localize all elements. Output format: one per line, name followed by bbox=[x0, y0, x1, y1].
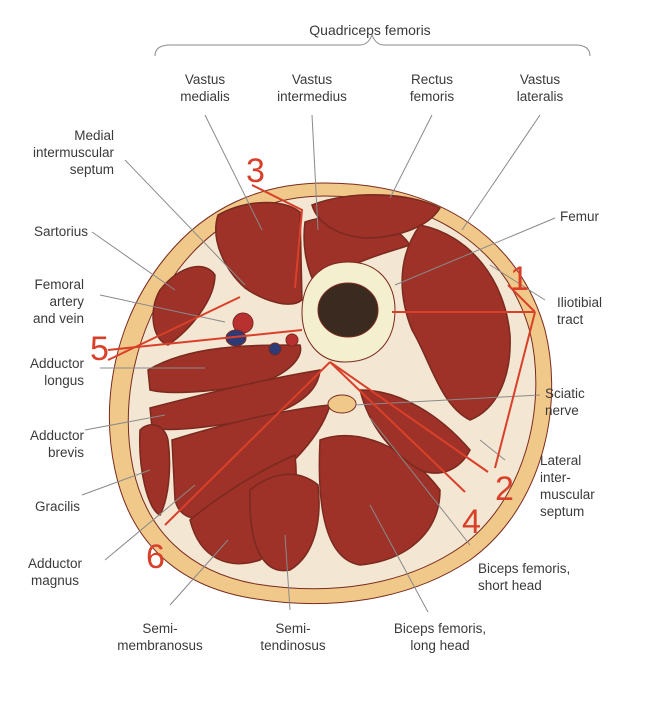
label-semimembranosus: Semi- membranosus bbox=[105, 620, 215, 654]
label-adductor-brevis: Adductor brevis bbox=[4, 427, 84, 461]
label-femur: Femur bbox=[560, 208, 630, 225]
compartment-number-5: 5 bbox=[90, 332, 109, 366]
quadriceps-header: Quadriceps femoris bbox=[290, 22, 450, 39]
label-biceps-short-head: Biceps femoris, short head bbox=[478, 560, 618, 594]
label-vastus-lateralis: Vastus lateralis bbox=[498, 71, 582, 105]
compartment-number-1: 1 bbox=[510, 262, 529, 296]
label-adductor-longus: Adductor longus bbox=[4, 355, 84, 389]
label-sciatic-nerve: Sciatic nerve bbox=[545, 385, 635, 419]
label-vastus-medialis: Vastus medialis bbox=[160, 71, 250, 105]
deep-artery bbox=[286, 334, 298, 346]
label-adductor-magnus: Adductor magnus bbox=[10, 555, 100, 589]
compartment-number-3: 3 bbox=[246, 154, 265, 188]
compartment-number-2: 2 bbox=[495, 472, 514, 506]
label-gracilis: Gracilis bbox=[4, 498, 80, 515]
deep-vein bbox=[269, 343, 281, 355]
label-iliotibial-tract: Iliotibial tract bbox=[557, 294, 647, 328]
label-femoral-artery-vein: Femoral artery and vein bbox=[4, 276, 84, 327]
sciatic-nerve-shape bbox=[328, 395, 356, 413]
label-rectus-femoris: Rectus femoris bbox=[390, 71, 474, 105]
compartment-number-6: 6 bbox=[146, 540, 165, 574]
label-medial-intermuscular-septum: Medial intermuscular septum bbox=[4, 127, 114, 178]
label-biceps-long-head: Biceps femoris, long head bbox=[375, 620, 505, 654]
label-semitendinosus: Semi- tendinosus bbox=[243, 620, 343, 654]
label-sartorius: Sartorius bbox=[4, 223, 88, 240]
label-vastus-intermedius: Vastus intermedius bbox=[262, 71, 362, 105]
label-lateral-intermuscular-septum: Lateral inter- muscular septum bbox=[540, 452, 640, 520]
femur-marrow bbox=[318, 283, 378, 337]
compartment-number-4: 4 bbox=[462, 505, 481, 539]
